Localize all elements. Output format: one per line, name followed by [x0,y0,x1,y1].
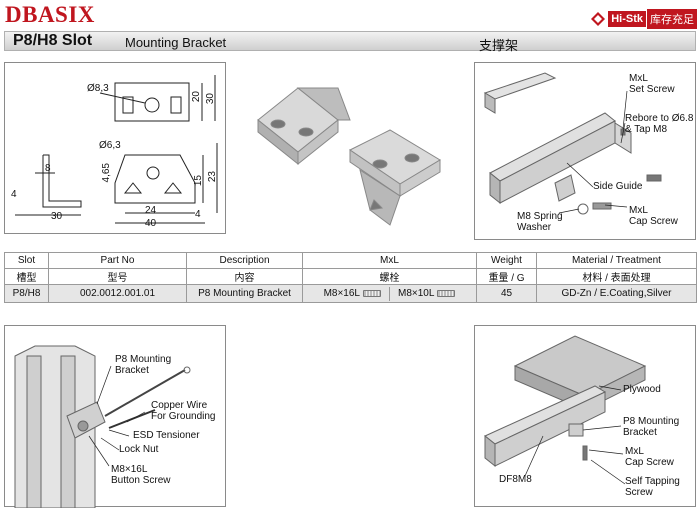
header-mxl-cn: 螺栓 [302,268,477,285]
dim-label: Ø6,3 [99,140,121,151]
dim-label: 30 [205,93,216,105]
mxl-value-2: M8×10L [398,288,435,299]
cell-part-no: 002.0012.001.01 [48,284,187,303]
assembly-label: P8 Mounting [623,416,680,427]
technical-drawing [15,75,218,224]
brand-cn: 库存充足 [647,9,697,29]
product-description-cn: 支撑架 [479,38,519,53]
header-material-cn: 材料 / 表面处理 [536,268,697,285]
header-part-no: Part No [48,252,187,269]
assembly-label: Copper Wire [151,400,208,411]
assembly-label: Side Guide [593,181,643,192]
dbasix-logo: DBASIX [5,2,95,27]
assembly-label: For Grounding [151,411,216,422]
side-guide-assembly [483,72,662,215]
brand-tag: Hi-Stk [608,11,646,27]
table-row: P8/H8 002.0012.001.01 P8 Mounting Bracke… [4,284,697,303]
header-slot: Slot [4,252,49,269]
hi-stk-badge: Hi-Stk 库存充足 [590,9,697,29]
assembly-label: Rebore to Ø6.8 [625,113,694,124]
dim-label: 24 [145,205,157,216]
dim-label: 4,65 [101,163,112,183]
assembly-label: Lock Nut [119,444,159,455]
assembly-label: MxL [629,205,648,216]
cell-material: GD-Zn / E.Coating,Silver [536,284,697,303]
slot-title: P8/H8 Slot [13,32,93,49]
spec-table: Slot Part No Description MxL Weight Mate… [4,252,697,303]
header-description-cn: 内容 [186,268,303,285]
header-part-no-cn: 型号 [48,268,187,285]
bracket-render [257,87,441,226]
assembly-label: & Tap M8 [625,124,668,135]
dim-label: 23 [207,171,218,183]
assembly-label: Cap Screw [629,216,678,227]
dim-label: 15 [193,175,204,187]
dim-label: 4 [11,189,17,200]
assembly-label: Cap Screw [625,457,674,468]
assembly-label: Self Tapping [625,476,680,487]
assembly-label: Set Screw [629,84,675,95]
dim-label: 20 [191,91,202,103]
cell-slot: P8/H8 [4,284,49,303]
assembly-label: ESD Tensioner [133,430,200,441]
dim-label: 40 [145,218,157,229]
assembly-label: M8 Spring [517,211,563,222]
table-header-row-cn: 槽型 型号 内容 螺栓 重量 / G 材料 / 表面处理 [4,268,697,285]
header-weight-cn: 重量 / G [476,268,537,285]
assembly-left-panel: P8 Mounting Bracket Copper Wire For Grou… [4,325,226,509]
assembly-label: Button Screw [111,475,171,486]
assembly-label: Screw [625,487,653,498]
header-material: Material / Treatment [536,252,697,269]
assembly-label: P8 Mounting [115,354,172,365]
product-description: Mounting Bracket [125,35,227,50]
table-header-row: Slot Part No Description MxL Weight Mate… [4,252,697,269]
assembly-label: M8×16L [111,464,148,475]
assembly-right-panel: Plywood P8 Mounting Bracket MxL Cap Scre… [474,325,696,507]
header-mxl: MxL [302,252,477,269]
set-screw-icon [437,290,456,297]
cell-mxl: M8×16L M8×10L [302,284,477,303]
assembly-label: MxL [629,73,648,84]
plywood-assembly [484,335,647,485]
esd-assembly [14,345,191,509]
dim-label: 30 [51,211,63,222]
assembly-label: Bracket [623,427,657,438]
dim-label: 4 [195,209,201,220]
cell-weight: 45 [476,284,537,303]
assembly-label: Washer [517,222,552,233]
mxl-value-1: M8×16L [323,288,360,299]
title-bar: P8/H8 Slot Mounting Bracket 支撑架 [4,31,696,53]
product-render [240,80,460,230]
header-slot-cn: 槽型 [4,268,49,285]
header-weight: Weight [476,252,537,269]
cell-description: P8 Mounting Bracket [186,284,303,303]
assembly-label: Plywood [623,384,661,395]
assembly-label: MxL [625,446,644,457]
assembly-top-panel: MxL Set Screw Rebore to Ø6.8 & Tap M8 Si… [474,62,696,240]
technical-drawing-panel: Ø8,3 20 30 Ø6,3 4,65 8 4 30 24 40 15 23 … [4,62,226,234]
brand-diamond-icon [591,12,606,26]
dim-label: 8 [45,163,51,174]
dim-label: Ø8,3 [87,83,109,94]
button-screw-icon [363,290,381,297]
assembly-label: Bracket [115,365,149,376]
assembly-label: DF8M8 [499,474,532,485]
header-description: Description [186,252,303,269]
